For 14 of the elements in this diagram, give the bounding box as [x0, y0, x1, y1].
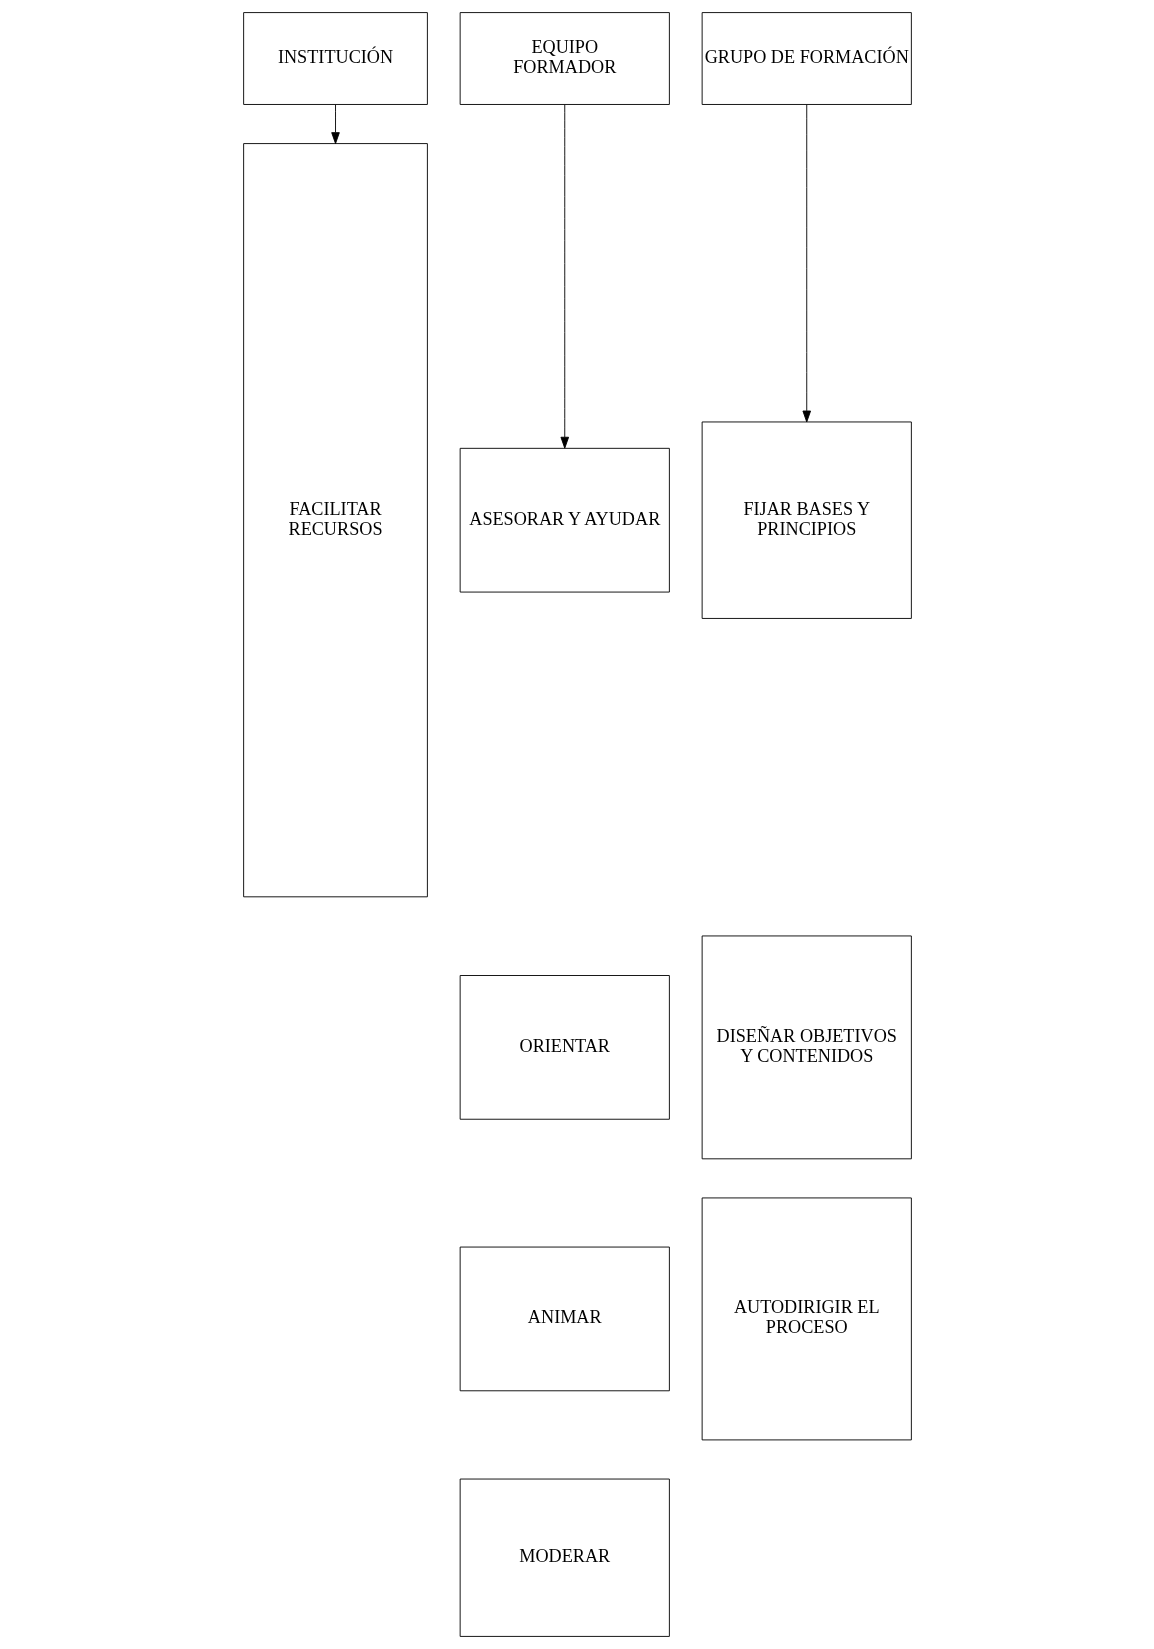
node-box: DISEÑAR OBJETIVOS Y CONTENIDOS: [701, 935, 912, 1160]
arrow: [330, 104, 340, 144]
node-box: AUTODIRIGIR EL PROCESO: [701, 1197, 912, 1441]
node-box: ASESORAR Y AYUDAR: [459, 447, 670, 593]
arrow: [801, 104, 811, 423]
node-box: ORIENTAR: [459, 975, 670, 1120]
node-box: ANIMAR: [459, 1246, 670, 1392]
node-box: FACILITAR RECURSOS: [242, 143, 428, 898]
arrow: [560, 104, 569, 449]
node-box: MODERAR: [459, 1478, 670, 1637]
node-box: FIJAR BASES Y PRINCIPIOS: [701, 421, 912, 619]
node-box: GRUPO DE FORMACIÓN: [701, 12, 912, 105]
node-box: INSTITUCIÓN: [242, 12, 428, 105]
node-box: EQUIPO FORMADOR: [459, 12, 670, 105]
